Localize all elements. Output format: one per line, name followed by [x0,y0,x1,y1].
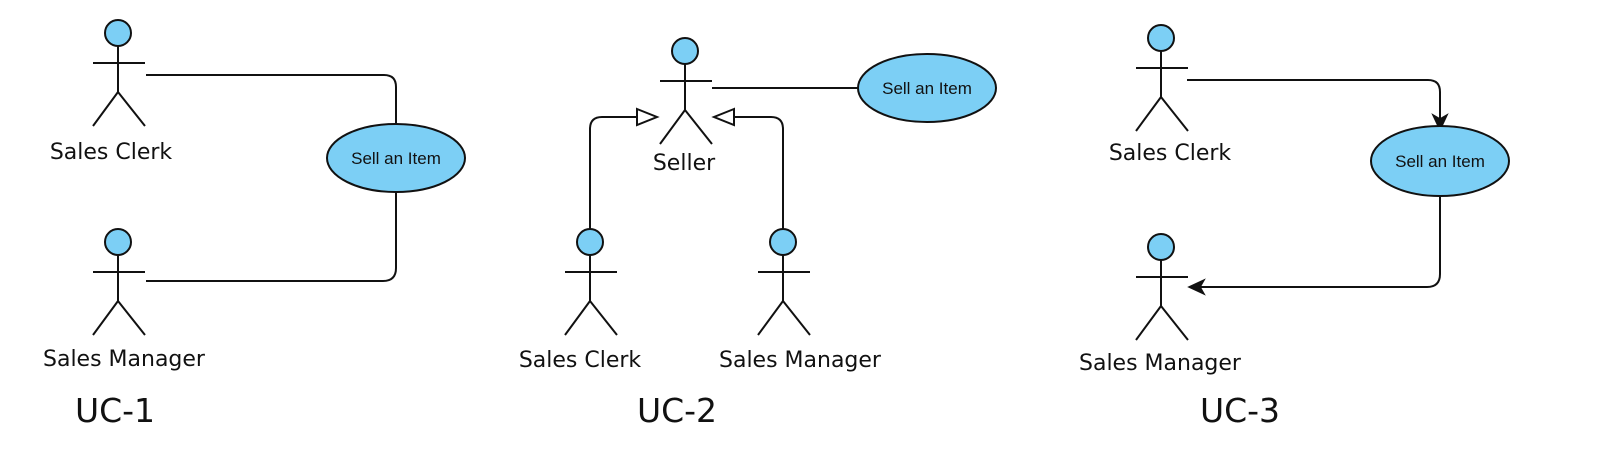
arrow-head-icon [1187,278,1206,296]
actor-label: Sales Manager [43,347,206,372]
use-case-label: Sell an Item [1395,152,1485,171]
association-line [146,74,397,124]
generalization-line [734,116,784,229]
actor-label: Sales Manager [1079,351,1242,376]
use-case-ellipse [857,53,997,123]
diagram-caption: UC-3 [1200,391,1280,430]
use-case-ellipse [1370,125,1510,197]
use-case-label: Sell an Item [351,149,441,168]
diagram-caption: UC-2 [637,391,717,430]
generalization-line [589,116,637,229]
association-line [146,192,397,282]
use-case-ellipse [326,123,466,193]
uc3-diagram: Sales Clerk Sales Manager Sell an Item U… [1079,24,1510,430]
uc2-diagram: Seller Sales Clerk Sales Manager Sell an… [519,37,997,430]
actor-label: Sales Clerk [50,140,173,165]
association-line [1196,196,1441,288]
association-line [1187,79,1441,122]
actor-label: Sales Manager [719,348,882,373]
actor-sales-manager-icon [92,228,146,336]
actor-sales-clerk-icon [92,19,146,127]
actor-sales-clerk-icon [1135,24,1189,132]
diagram-caption: UC-1 [75,391,155,430]
actor-sales-clerk-icon [564,228,618,336]
use-case-label: Sell an Item [882,79,972,98]
actor-label: Sales Clerk [519,348,642,373]
actor-sales-manager-icon [1135,233,1189,341]
actor-seller-icon [659,37,713,145]
actor-sales-manager-icon [757,228,811,336]
actor-label: Seller [653,151,716,176]
generalization-arrow-icon [636,107,660,127]
uc1-diagram: Sales Clerk Sales Manager Sell an Item U… [43,19,466,430]
actor-label: Sales Clerk [1109,141,1232,166]
arrow-head-icon [1431,113,1449,132]
generalization-arrow-icon [711,107,735,127]
